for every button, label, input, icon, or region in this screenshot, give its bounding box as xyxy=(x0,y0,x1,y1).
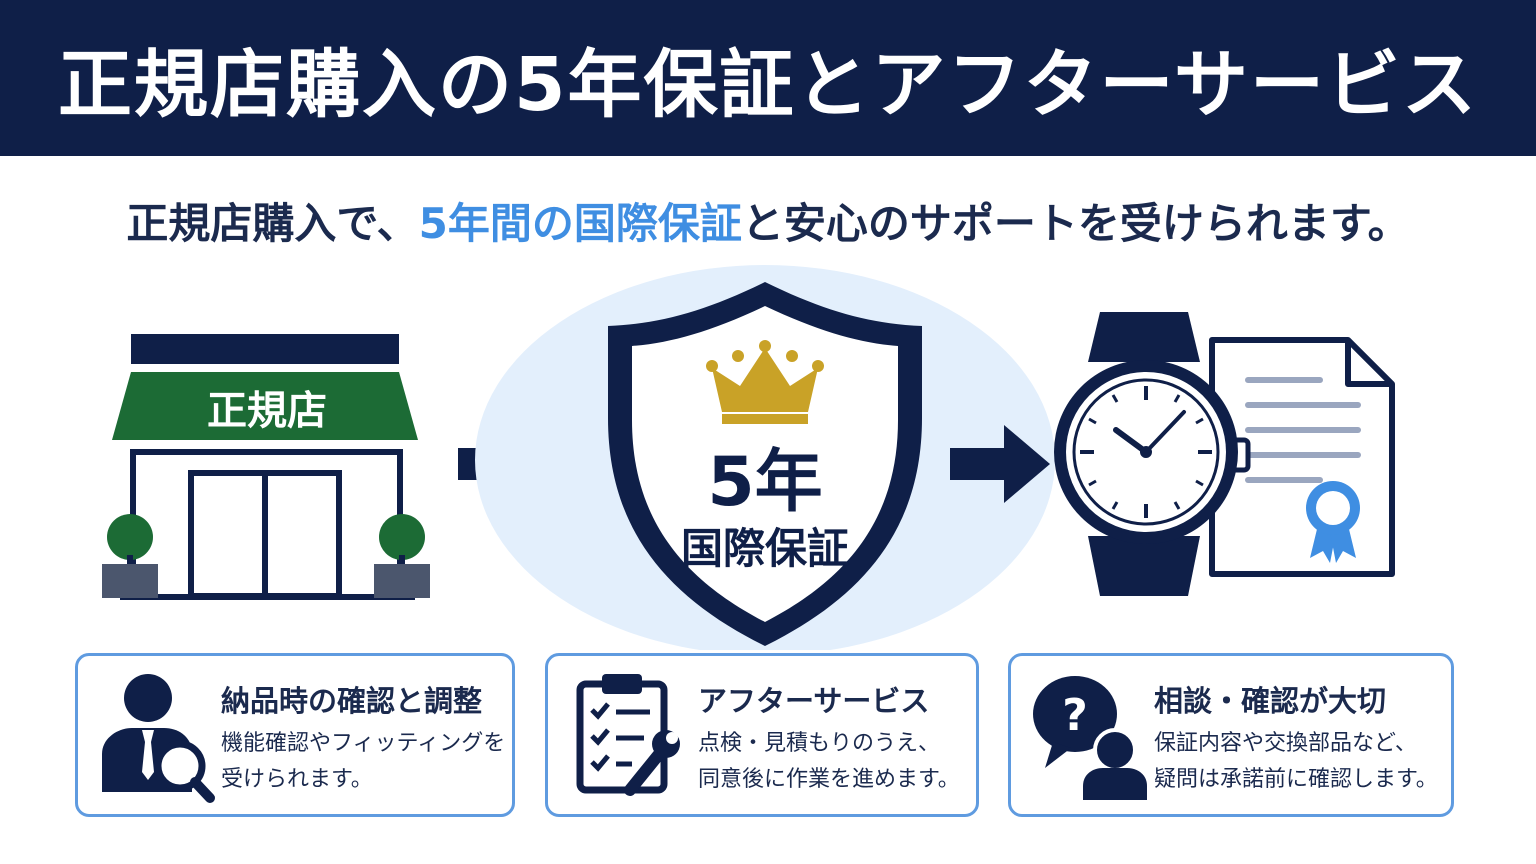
card-body-line: 同意後に作業を進めます。 xyxy=(698,767,960,792)
card-body: 点検・見積もりのうえ、 同意後に作業を進めます。 xyxy=(698,726,960,798)
watch-icon xyxy=(1054,312,1251,596)
store-sign-text: 正規店 xyxy=(207,388,327,434)
shield-icon: 5年 国際保証 xyxy=(608,282,922,646)
subtitle-highlight: 5年間の国際保証 xyxy=(418,199,742,248)
card-title: 納品時の確認と調整 xyxy=(221,684,483,718)
shield-label: 国際保証 xyxy=(681,524,849,573)
card-body-line: 点検・見積もりのうえ、 xyxy=(698,731,941,756)
card-title: アフターサービス xyxy=(698,684,930,718)
clipboard-wrench-icon xyxy=(576,674,680,796)
card-body-line: 機能確認やフィッティングを xyxy=(221,731,506,756)
store-icon: 正規店 xyxy=(102,334,430,600)
card-title: 相談・確認が大切 xyxy=(1154,684,1387,718)
card-body-line: 保証内容や交換部品など、 xyxy=(1154,731,1417,756)
card-body: 保証内容や交換部品など、 疑問は承諾前に確認します。 xyxy=(1154,726,1438,798)
header-banner: 正規店購入の5年保証とアフターサービス xyxy=(0,0,1536,156)
info-card-after-service: アフターサービス 点検・見積もりのうえ、 同意後に作業を進めます。 xyxy=(545,653,979,817)
card-body-line: 疑問は承諾前に確認します。 xyxy=(1154,767,1438,792)
crown-icon xyxy=(706,340,824,424)
subtitle-prefix: 正規店購入で、 xyxy=(126,199,419,248)
page-title: 正規店購入の5年保証とアフターサービス xyxy=(57,41,1478,128)
illustration-row: 正規店 5年 国際保証 xyxy=(102,265,1395,650)
card-body-line: 受けられます。 xyxy=(221,767,373,792)
card-body: 機能確認やフィッティングを 受けられます。 xyxy=(221,726,505,798)
inspector-icon xyxy=(102,674,215,803)
question-bubble-icon: ? xyxy=(1033,676,1147,800)
info-card-consult: ? 相談・確認が大切 保証内容や交換部品など、 疑問は承諾前に確認します。 xyxy=(1008,653,1454,817)
certificate-icon xyxy=(1209,337,1395,577)
subtitle-suffix: と安心のサポートを受けられます。 xyxy=(741,199,1410,248)
svg-text:?: ? xyxy=(1062,690,1088,741)
arrow-right-icon xyxy=(950,425,1050,503)
subtitle: 正規店購入で、5年間の国際保証と安心のサポートを受けられます。 xyxy=(0,190,1536,251)
shield-years: 5年 xyxy=(707,443,822,522)
info-card-delivery: 納品時の確認と調整 機能確認やフィッティングを 受けられます。 xyxy=(75,653,515,817)
